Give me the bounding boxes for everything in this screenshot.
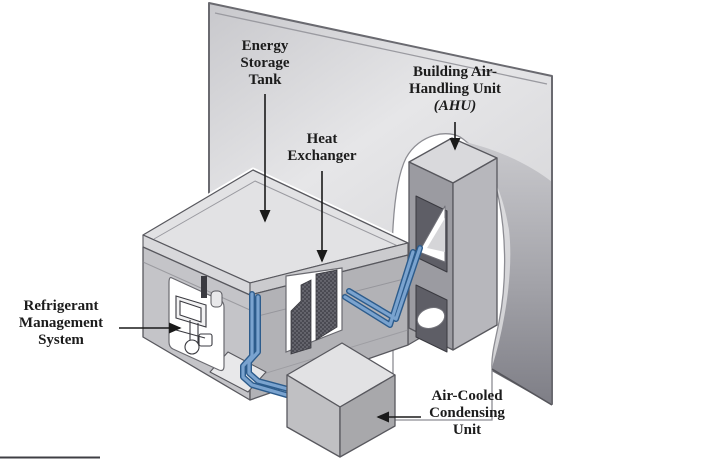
label-line: Refrigerant — [23, 298, 99, 314]
label-line: Heat — [306, 131, 338, 147]
condensing-unit-graphic — [286, 342, 396, 458]
refrigerant-management-graphic — [168, 276, 225, 372]
wall-shadow-band — [465, 142, 552, 405]
refrigerant-pipes — [240, 245, 423, 412]
fan-cylinder — [416, 307, 446, 329]
label-line: Air-Cooled — [431, 388, 503, 404]
label-line: Management — [18, 315, 104, 331]
label-line: Energy — [241, 38, 289, 54]
label-air-cooled-condensing-unit: Air-Cooled Condensing Unit — [417, 388, 517, 439]
label-line: (AHU) — [433, 98, 477, 114]
label-line: Exchanger — [287, 148, 357, 164]
label-refrigerant-management-system: Refrigerant Management System — [2, 298, 120, 349]
label-energy-storage-tank: Energy Storage Tank — [225, 38, 305, 89]
small-cylinder — [210, 290, 223, 308]
label-line: Condensing — [429, 405, 505, 421]
ahu-graphic — [408, 137, 498, 353]
heat-exchanger-graphic — [285, 267, 343, 355]
label-line: Tank — [248, 72, 282, 88]
bottom-edge-line — [0, 456, 100, 459]
vent-pipe — [201, 276, 207, 298]
label-line: System — [38, 332, 84, 348]
label-line: Handling Unit — [408, 81, 502, 97]
label-line: Building Air- — [412, 64, 498, 80]
label-line: Storage — [240, 55, 290, 71]
label-building-ahu: Building Air- Handling Unit (AHU) — [397, 64, 513, 115]
label-line: Unit — [452, 422, 482, 438]
label-heat-exchanger: Heat Exchanger — [274, 131, 370, 165]
